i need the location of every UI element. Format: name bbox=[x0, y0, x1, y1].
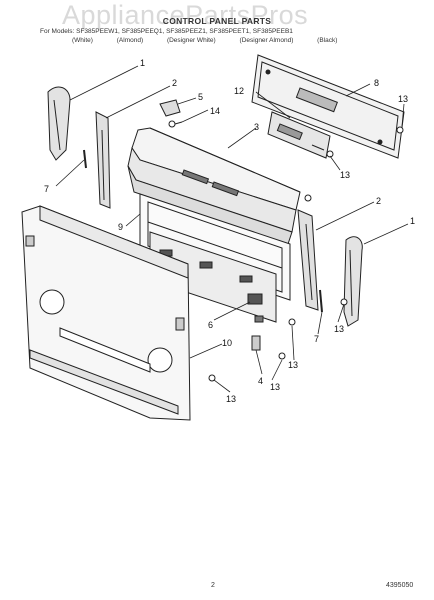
part-5-clip bbox=[159, 99, 181, 117]
part-10-lower-panel bbox=[21, 205, 191, 421]
document-part-number: 4395050 bbox=[386, 582, 414, 589]
callout-5: 5 bbox=[198, 92, 203, 102]
color-designer-almond: (Designer Almond) bbox=[239, 37, 294, 44]
model-list: For Models: SF385PEEW1, SF385PEEQ1, SF38… bbox=[40, 28, 293, 35]
callout-7-left: 7 bbox=[44, 184, 49, 194]
color-designer-white: (Designer White) bbox=[166, 37, 216, 44]
part-1-right-endcap bbox=[343, 236, 363, 327]
part-12-control-board bbox=[267, 111, 331, 159]
callout-13-c: 13 bbox=[334, 324, 344, 334]
callout-13-a: 13 bbox=[398, 94, 408, 104]
callout-6: 6 bbox=[208, 320, 213, 330]
callout-14: 14 bbox=[210, 106, 220, 116]
watermark-text: AppliancePartsPros bbox=[62, 0, 309, 30]
part-8-rear-panel bbox=[251, 54, 405, 159]
color-list: (White) (Almond) (Designer White) (Desig… bbox=[72, 37, 359, 44]
part-7-right-clip bbox=[319, 289, 323, 313]
part-3-control-panel bbox=[127, 127, 301, 245]
callout-13-d: 13 bbox=[288, 360, 298, 370]
callout-13-f: 13 bbox=[226, 394, 236, 404]
page-number: 2 bbox=[211, 582, 215, 589]
callout-4: 4 bbox=[258, 376, 263, 386]
part-2-left-bracket bbox=[95, 111, 111, 209]
callout-8: 8 bbox=[374, 78, 379, 88]
diagram-title: CONTROL PANEL PARTS bbox=[162, 16, 272, 26]
callout-2-right: 2 bbox=[376, 196, 381, 206]
callout-9: 9 bbox=[118, 222, 123, 232]
part-1-left-endcap bbox=[47, 86, 71, 161]
part-14-screw bbox=[168, 120, 183, 128]
part-2-right-bracket bbox=[297, 209, 319, 311]
callout-labels: 1 2 5 14 12 8 13 3 13 7 9 2 1 6 7 13 13 … bbox=[44, 58, 415, 404]
callout-1-right: 1 bbox=[410, 216, 415, 226]
callout-13-b: 13 bbox=[340, 170, 350, 180]
callout-2-left: 2 bbox=[172, 78, 177, 88]
callout-7-right: 7 bbox=[314, 334, 319, 344]
callout-13-e: 13 bbox=[270, 382, 280, 392]
callout-3: 3 bbox=[254, 122, 259, 132]
leader-lines bbox=[55, 65, 409, 393]
screws-13 bbox=[208, 126, 404, 382]
part-7-left-clip bbox=[83, 149, 87, 169]
color-black: (Black) bbox=[317, 37, 338, 44]
color-white: (White) bbox=[72, 37, 93, 44]
callout-12: 12 bbox=[234, 86, 244, 96]
callout-10: 10 bbox=[222, 338, 232, 348]
part-4-spacer bbox=[251, 335, 261, 351]
callout-1-left: 1 bbox=[140, 58, 145, 68]
color-almond: (Almond) bbox=[116, 37, 144, 44]
